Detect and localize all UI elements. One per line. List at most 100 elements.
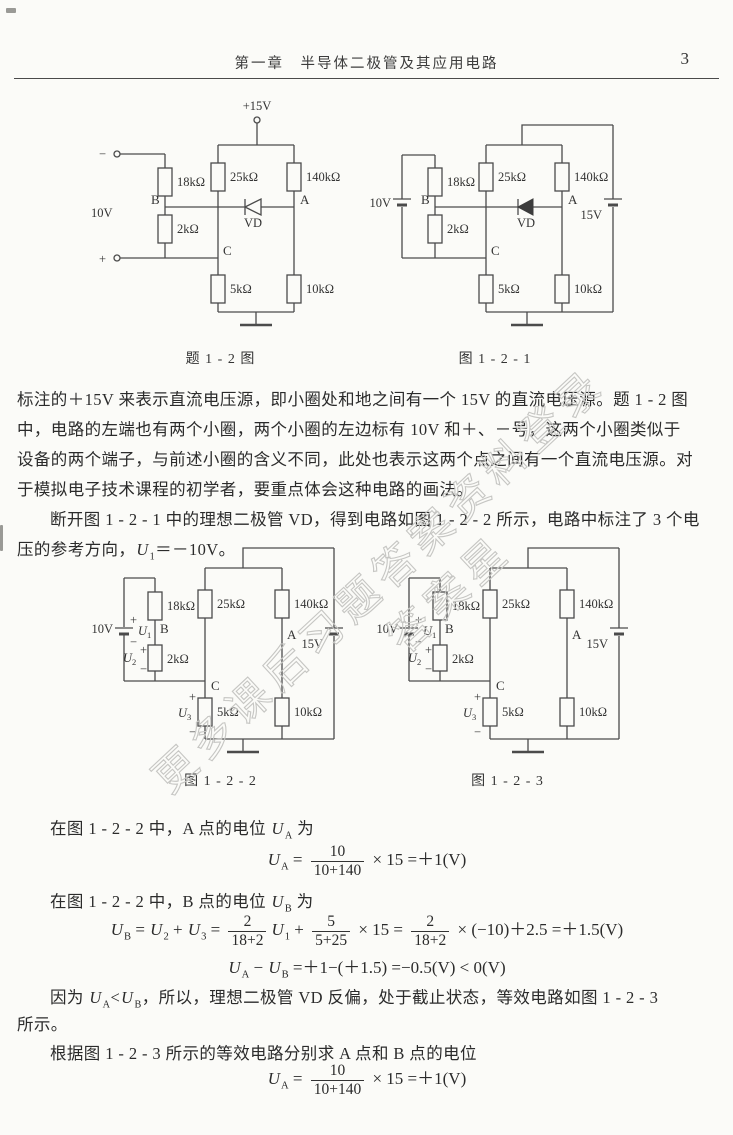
formula-ua-minus-ub: UA − UB =＋1−(＋1.5) =−0.5(V) < 0(V) — [228, 958, 506, 981]
resistor-10k-label: 10kΩ — [294, 705, 322, 719]
wires — [120, 123, 295, 313]
resistor-10k — [554, 274, 570, 304]
resistor-18k — [432, 591, 448, 621]
resistor-140k — [274, 589, 290, 619]
resistor-10k-label: 10kΩ — [579, 705, 607, 719]
resistor-2k-label: 2kΩ — [177, 222, 199, 236]
resistor-140k-label: 140kΩ — [294, 597, 328, 611]
resistor-25k — [197, 589, 213, 619]
wires — [408, 547, 620, 740]
u3-sub: 3 — [187, 712, 191, 722]
battery-10v-label: 10V — [370, 196, 391, 210]
resistor-25k — [478, 162, 494, 192]
diode-icon — [243, 197, 262, 217]
resistor-5k-label: 5kΩ — [502, 705, 524, 719]
diode-label: VD — [517, 216, 535, 230]
resistor-18k-label: 18kΩ — [447, 175, 475, 189]
u2-label: U — [408, 651, 418, 665]
resistor-18k — [147, 591, 163, 621]
resistor-2k — [147, 644, 163, 672]
node-b-label: B — [151, 192, 160, 207]
u2-plus-sign: + — [140, 643, 147, 657]
node-c-label: C — [223, 243, 232, 258]
resistor-5k-label: 5kΩ — [217, 705, 239, 719]
supply-label: +15V — [243, 99, 272, 113]
wires — [123, 547, 335, 740]
node-b-label: B — [445, 621, 454, 636]
page-number: 3 — [680, 49, 690, 68]
resistor-140k-label: 140kΩ — [306, 170, 340, 184]
circuit-ti-1-2: − + +15V 10V 18kΩ 2kΩ 25kΩ 5kΩ 140kΩ 10k… — [91, 99, 340, 327]
resistor-5k-label: 5kΩ — [498, 282, 520, 296]
resistor-25k — [482, 589, 498, 619]
resistor-140k-label: 140kΩ — [579, 597, 613, 611]
resistor-2k-label: 2kΩ — [452, 652, 474, 666]
scan-artifact — [0, 525, 3, 551]
resistor-10k — [274, 697, 290, 727]
resistor-2k — [427, 214, 443, 244]
resistor-10k-label: 10kΩ — [574, 282, 602, 296]
u2-minus-sign: − — [140, 662, 147, 676]
statement-conclusion-cont: 所示。 — [17, 1015, 68, 1034]
pos-terminal — [113, 254, 121, 262]
resistor-140k — [554, 162, 570, 192]
u2-label: U — [123, 651, 133, 665]
caption-fig-1-2-2: 图 1 - 2 - 2 — [184, 774, 257, 789]
u1-minus-sign: − — [415, 635, 422, 649]
resistor-5k — [478, 274, 494, 304]
node-b-label: B — [421, 192, 430, 207]
resistor-25k-label: 25kΩ — [498, 170, 526, 184]
resistor-5k — [482, 697, 498, 727]
header-rule — [14, 78, 719, 79]
battery-15v-label: 15V — [586, 637, 608, 651]
body-line: 中，电路的左端也有两个小圈，两个小圈的左边标有 10V 和＋、－号，这两个小圈类… — [17, 420, 681, 439]
scan-artifact — [6, 8, 16, 13]
body-line: 设备的两个端子，与前述小圈的含义不同，此处也表示这两个点之间有一个直流电压源。对 — [17, 450, 693, 469]
u1-plus-sign: + — [130, 613, 137, 627]
resistor-18k-label: 18kΩ — [177, 175, 205, 189]
supply-terminal — [253, 116, 261, 124]
caption-fig-1-2-1: 图 1 - 2 - 1 — [458, 352, 532, 367]
node-b-label: B — [160, 621, 169, 636]
resistor-2k-label: 2kΩ — [447, 222, 469, 236]
battery-15v-label: 15V — [580, 208, 602, 222]
resistor-140k — [286, 162, 302, 192]
resistor-25k-label: 25kΩ — [217, 597, 245, 611]
u1-sub: 1 — [432, 630, 436, 640]
battery-10v-label: 10V — [376, 622, 398, 636]
resistor-25k-label: 25kΩ — [502, 597, 530, 611]
node-a-label: A — [300, 192, 310, 207]
node-c-label: C — [496, 678, 505, 693]
circuit-fig-1-2-1: 10V 15V 18kΩ 2kΩ 25kΩ 5kΩ 140kΩ 10kΩ VD … — [370, 124, 622, 327]
body-line: 于模拟电子技术课程的初学者，要重点体会这种电路的画法。 — [17, 480, 474, 499]
plus-sign: + — [99, 252, 106, 266]
resistor-5k — [210, 274, 226, 304]
u3-minus-sign: − — [189, 725, 196, 739]
diode-icon — [516, 198, 534, 216]
node-a-label: A — [568, 192, 578, 207]
u2-minus-sign: − — [425, 662, 432, 676]
resistor-10k — [559, 697, 575, 727]
caption-ti-1-2: 题 1 - 2 图 — [185, 352, 256, 367]
chapter-title: 第一章 半导体二极管及其应用电路 — [234, 56, 499, 72]
u3-minus-sign: − — [474, 725, 481, 739]
u3-label: U — [178, 706, 188, 720]
source-10v-label: 10V — [91, 206, 113, 220]
resistor-25k — [210, 162, 226, 192]
node-a-label: A — [572, 627, 582, 642]
u3-sub: 3 — [472, 712, 476, 722]
statement-conclusion: 因为 UA<UB，所以，理想二极管 VD 反偏，处于截止状态，等效电路如图 1 … — [50, 988, 659, 1011]
body-line: 断开图 1 - 2 - 1 中的理想二极管 VD，得到电路如图 1 - 2 - … — [50, 510, 700, 529]
resistor-10k — [286, 274, 302, 304]
circuit-fig-1-2-3: 10V + − U 1 U 2 + − + U 3 − 15V 18kΩ 2kΩ… — [376, 547, 628, 754]
u3-plus-sign: + — [189, 690, 196, 704]
u3-label: U — [463, 706, 473, 720]
minus-sign: − — [99, 147, 106, 161]
resistor-140k — [559, 589, 575, 619]
u1-minus-sign: − — [130, 635, 137, 649]
u2-sub: 2 — [132, 657, 136, 667]
resistor-2k — [432, 644, 448, 672]
body-line: 压的参考方向，U1＝－10V。 — [17, 540, 236, 563]
